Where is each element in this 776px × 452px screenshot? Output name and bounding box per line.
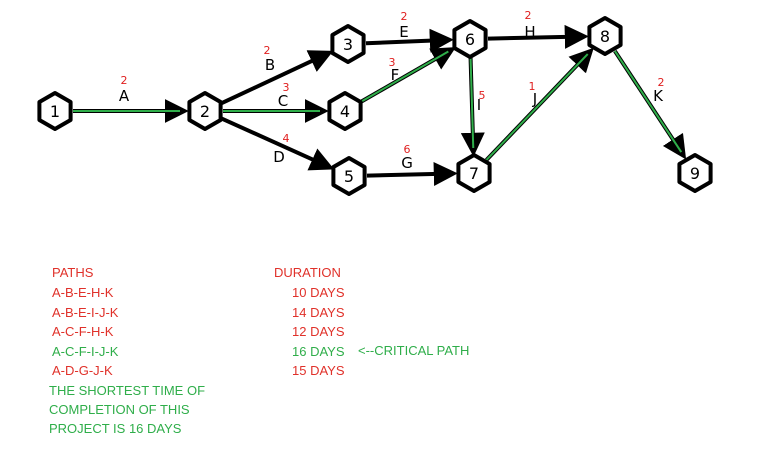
- node-hexagon: [37, 91, 73, 131]
- activity-duration: 2: [401, 10, 408, 23]
- critical-highlight: [360, 50, 449, 103]
- activity-label: D: [273, 148, 285, 166]
- node-hexagon: [331, 156, 367, 196]
- node-hexagon: [327, 91, 363, 131]
- duration-value: 15 DAYS: [292, 363, 345, 378]
- critical-path-note: <--CRITICAL PATH: [358, 343, 470, 358]
- activity-label: C: [278, 92, 288, 110]
- edge-H: H2: [487, 9, 589, 49]
- duration-value: 16 DAYS: [292, 343, 345, 359]
- activity-duration: 2: [525, 9, 532, 22]
- activity-label: A: [119, 87, 130, 105]
- activity-label: I: [477, 96, 481, 114]
- node-hexagon: [452, 19, 488, 59]
- activity-label: E: [399, 23, 408, 41]
- edge-A: A2: [73, 74, 189, 123]
- node-hexagon: [587, 16, 623, 56]
- node-label: 7: [469, 164, 479, 183]
- edge-F: F3: [359, 47, 456, 104]
- duration-value: 14 DAYS: [292, 304, 345, 320]
- duration-value: 12 DAYS: [292, 324, 345, 339]
- edge-B: B2: [220, 44, 334, 106]
- activity-duration: 1: [529, 80, 536, 93]
- edge-K: K2: [613, 49, 687, 160]
- activity-label: K: [653, 87, 664, 105]
- node-6: 6: [452, 19, 488, 59]
- node-hexagon: [187, 91, 223, 131]
- node-label: 5: [344, 167, 354, 186]
- paths-header: PATHS: [52, 265, 94, 280]
- node-4: 4: [327, 91, 363, 131]
- activity-duration: 5: [479, 89, 486, 102]
- edge-G: G6: [366, 143, 458, 186]
- node-3: 3: [330, 24, 366, 64]
- duration-value: 10 DAYS: [292, 285, 345, 300]
- path-row: A-D-G-J-K: [52, 363, 113, 378]
- activity-label: J: [532, 90, 537, 108]
- nodes-layer: 1 2 3 4 5 6 7 8 9: [37, 16, 713, 196]
- duration-header: DURATION: [274, 265, 341, 280]
- activity-duration: 2: [121, 74, 128, 87]
- node-7: 7: [456, 153, 492, 193]
- edge-line: [220, 116, 335, 171]
- activity-duration: 3: [389, 56, 396, 69]
- activity-label: G: [401, 154, 413, 172]
- path-row: A-C-F-H-K: [52, 324, 114, 339]
- conclusion-line-2: COMPLETION OF THIS: [49, 402, 190, 417]
- path-row: A-B-E-H-K: [52, 285, 114, 300]
- critical-highlight: [485, 53, 589, 161]
- edge-D: D4: [220, 116, 335, 171]
- edge-line: [365, 28, 454, 53]
- edge-line: [487, 24, 589, 49]
- activity-label: F: [391, 66, 400, 84]
- node-label: 4: [340, 102, 350, 121]
- node-1: 1: [37, 91, 73, 131]
- activity-duration: 2: [658, 76, 665, 89]
- activity-duration: 2: [264, 44, 271, 57]
- activity-duration: 3: [283, 81, 290, 94]
- node-label: 3: [343, 35, 353, 54]
- node-5: 5: [331, 156, 367, 196]
- node-hexagon: [330, 24, 366, 64]
- node-label: 6: [465, 30, 475, 49]
- activity-label: B: [265, 56, 275, 74]
- edge-line: [366, 161, 458, 186]
- edge-C: C3: [223, 81, 329, 123]
- edge-line: [220, 50, 334, 106]
- node-label: 8: [600, 27, 610, 46]
- node-label: 9: [690, 164, 700, 183]
- path-row: A-C-F-I-J-K: [52, 343, 119, 359]
- edge-E: E2: [365, 10, 454, 53]
- node-hexagon: [456, 153, 492, 193]
- node-9: 9: [677, 153, 713, 193]
- node-2: 2: [187, 91, 223, 131]
- edge-I: I5: [460, 56, 486, 157]
- path-row: A-B-E-I-J-K: [52, 304, 119, 320]
- critical-highlight: [469, 56, 475, 149]
- activity-duration: 6: [404, 143, 411, 156]
- node-hexagon: [677, 153, 713, 193]
- node-8: 8: [587, 16, 623, 56]
- node-label: 2: [200, 102, 210, 121]
- node-label: 1: [50, 102, 60, 121]
- conclusion-line-3: PROJECT IS 16 DAYS: [49, 421, 182, 436]
- edge-J: J1: [484, 47, 594, 162]
- activity-duration: 4: [283, 132, 290, 145]
- activity-label: H: [524, 23, 535, 41]
- conclusion-line-1: THE SHORTEST TIME OF: [49, 383, 206, 398]
- critical-highlight: [614, 50, 683, 153]
